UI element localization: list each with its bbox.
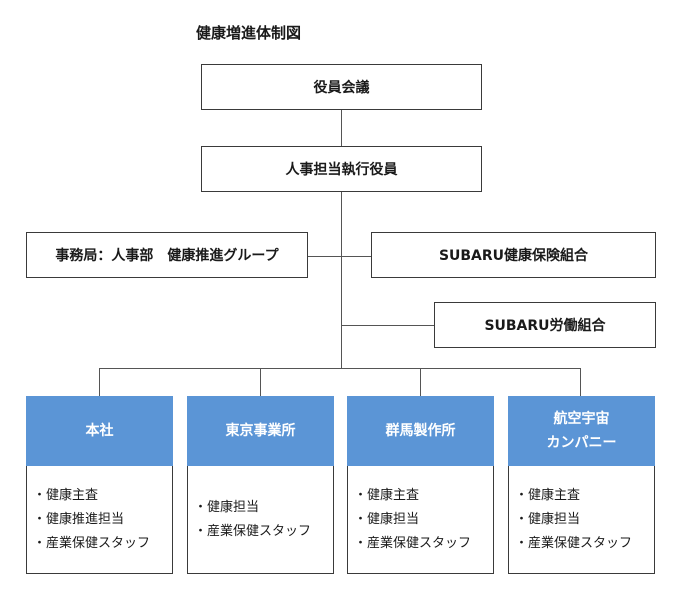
health-insurance-box: SUBARU健康保険組合 — [371, 232, 656, 278]
secretariat-box: 事務局：人事部 健康推進グループ — [26, 232, 308, 278]
labor-union-box: SUBARU労働組合 — [434, 302, 656, 348]
connector-health-insurance — [341, 256, 371, 257]
connector-secretariat — [308, 256, 341, 257]
hr-officer-box: 人事担当執行役員 — [201, 146, 482, 192]
branch-name: 東京事業所 — [225, 423, 296, 439]
list-item: ・産業保健スタッフ — [33, 535, 151, 551]
connector-branch-3 — [420, 368, 421, 396]
branch-header-tokyo: 東京事業所 — [187, 396, 334, 466]
branch-body-gunma: ・健康主査 ・健康担当 ・産業保健スタッフ — [347, 466, 494, 574]
list-item: ・健康推進担当 — [33, 511, 125, 527]
branch-body-headquarters: ・健康主査 ・健康推進担当 ・産業保健スタッフ — [26, 466, 173, 574]
list-item: ・健康主査 — [354, 487, 420, 503]
branch-header-aerospace: 航空宇宙 カンパニー — [508, 396, 655, 466]
list-item: ・健康担当 — [515, 511, 581, 527]
branch-name: 本社 — [85, 423, 114, 439]
connector-branch-1 — [99, 368, 100, 396]
branch-name: 航空宇宙 — [553, 411, 610, 427]
list-item: ・産業保健スタッフ — [354, 535, 472, 551]
branch-name: カンパニー — [546, 435, 617, 451]
connector-branch-bus — [99, 368, 581, 369]
branch-body-tokyo: ・健康担当 ・産業保健スタッフ — [187, 466, 334, 574]
diagram-title: 健康増進体制図 — [196, 24, 302, 42]
list-item: ・健康担当 — [354, 511, 420, 527]
connector-branch-4 — [580, 368, 581, 396]
list-item: ・産業保健スタッフ — [515, 535, 633, 551]
board-meeting-box: 役員会議 — [201, 64, 482, 110]
connector-labor-union — [341, 325, 434, 326]
connector-board-officer — [341, 110, 342, 146]
list-item: ・健康主査 — [515, 487, 581, 503]
branch-header-headquarters: 本社 — [26, 396, 173, 466]
branch-header-gunma: 群馬製作所 — [347, 396, 494, 466]
connector-branch-2 — [260, 368, 261, 396]
list-item: ・健康主査 — [33, 487, 99, 503]
branch-body-aerospace: ・健康主査 ・健康担当 ・産業保健スタッフ — [508, 466, 655, 574]
connector-main-trunk — [341, 192, 342, 368]
branch-name: 群馬製作所 — [385, 423, 456, 439]
list-item: ・健康担当 — [194, 499, 260, 515]
list-item: ・産業保健スタッフ — [194, 523, 312, 539]
